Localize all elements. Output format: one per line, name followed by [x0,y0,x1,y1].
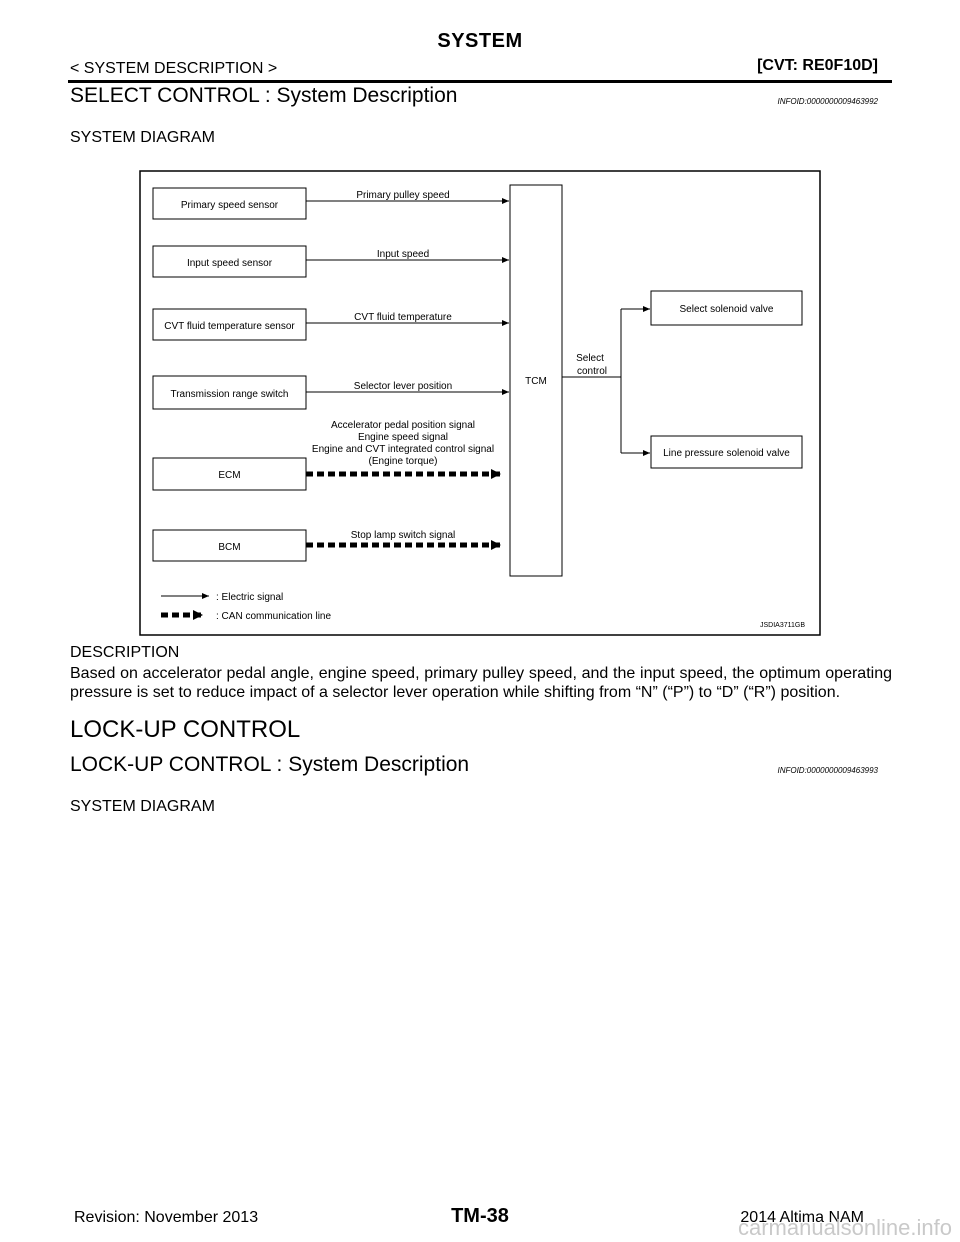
description-text: Based on accelerator pedal angle, engine… [70,665,892,701]
watermark: carmanualsonline.info [737,1215,952,1240]
select-solenoid-box [650,290,803,326]
line-pressure-solenoid-box [650,435,803,469]
footer-revision: Revision: November 2013 [74,1209,259,1226]
section-breadcrumb: < SYSTEM DESCRIPTION > [70,60,278,77]
cvt-fluid-temp-signal: CVT fluid temperature [354,312,452,323]
lockup-system-diagram-label: SYSTEM DIAGRAM [70,798,215,815]
ecm-signal-line-4: (Engine torque) [369,456,438,467]
description-label: DESCRIPTION [70,644,180,661]
bcm-label: BCM [218,542,240,553]
select-control-diagram: Primary speed sensor Primary pulley spee… [139,170,821,636]
model-code: [CVT: RE0F10D] [757,57,878,74]
primary-speed-sensor-label: Primary speed sensor [181,200,279,211]
system-diagram-label: SYSTEM DIAGRAM [70,129,215,146]
tcm-label: TCM [525,376,547,387]
cvt-fluid-temp-sensor-box [152,308,307,341]
legend-can-label: : CAN communication line [216,611,331,622]
cvt-fluid-temp-sensor-label: CVT fluid temperature sensor [164,321,295,332]
stop-lamp-signal: Stop lamp switch signal [351,530,456,541]
select-control-label-1: Select [576,353,604,364]
primary-speed-sensor-box [152,187,307,220]
footer-page-number: TM-38 [451,1205,509,1227]
figure-id: JSDIA3711GB [760,622,805,629]
ecm-signal-line-1: Accelerator pedal position signal [331,420,475,431]
select-solenoid-label: Select solenoid valve [680,304,774,315]
header-rule [68,80,892,83]
lockup-control-subheading: LOCK-UP CONTROL : System Description [70,753,470,776]
lockup-control-infoid: INFOID:0000000009463993 [777,766,878,775]
primary-pulley-speed-signal: Primary pulley speed [356,190,449,201]
select-control-infoid: INFOID:0000000009463992 [777,97,878,106]
footer-model: 2014 Altima NAM [740,1209,864,1226]
input-speed-signal: Input speed [377,249,429,260]
input-speed-sensor-box [152,245,307,278]
line-pressure-solenoid-label: Line pressure solenoid valve [663,448,790,459]
select-control-label-2: control [577,366,607,377]
ecm-label: ECM [218,470,240,481]
transmission-range-switch-label: Transmission range switch [170,389,288,400]
diagram-frame [139,170,821,636]
ecm-signal-line-3: Engine and CVT integrated control signal [312,444,494,455]
legend-electric-label: : Electric signal [216,592,283,603]
tcm-box [509,184,563,577]
selector-lever-signal: Selector lever position [354,381,452,392]
input-speed-sensor-label: Input speed sensor [187,258,273,269]
page-title: SYSTEM [437,30,523,52]
ecm-signal-line-2: Engine speed signal [358,432,448,443]
lockup-control-heading: LOCK-UP CONTROL [70,716,301,743]
select-control-heading: SELECT CONTROL : System Description [70,84,458,107]
